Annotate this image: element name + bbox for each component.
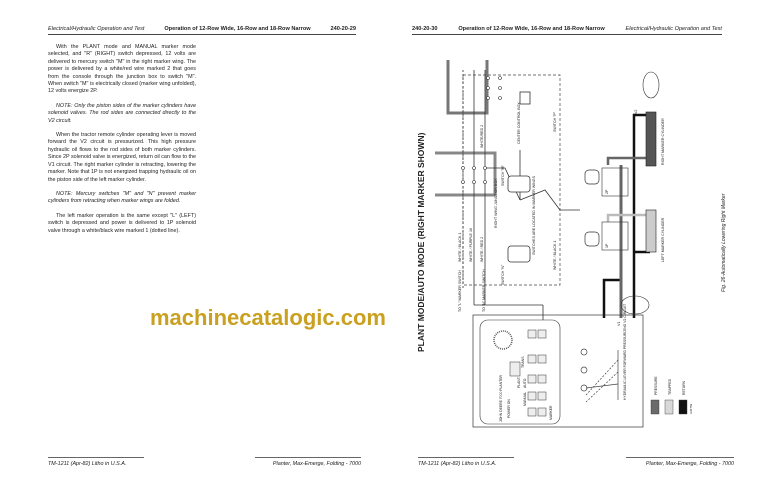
header-section: Electrical/Hydraulic Operation and Test (48, 26, 145, 32)
console-trans: TRANS (521, 356, 525, 368)
right-marker-gauge (642, 71, 660, 99)
console-panel (479, 319, 561, 425)
right-footer-right: Planter, Max-Emerge, Folding - 7000 (626, 457, 734, 467)
console-marker: MARKER (549, 405, 553, 420)
label-to-l-switch: TO "L" MARKER SWITCH (458, 270, 462, 312)
left-page-body: With the PLANT mode and MANUAL marker mo… (48, 44, 196, 242)
label-junction-box: RIGHT WING JUNCTION BOX (494, 178, 498, 228)
valve-2p (601, 167, 629, 197)
legend-swatch-return (678, 399, 688, 415)
marker-wing-dashed-box (462, 74, 561, 286)
hydraulic-lines (602, 113, 652, 318)
solenoid-2p (584, 169, 600, 185)
left-page-header: Electrical/Hydraulic Operation and Test … (48, 26, 356, 35)
header-title: Operation of 12-Row Wide, 16-Row and 18-… (164, 26, 311, 32)
console-dial (493, 330, 513, 350)
note: NOTE: Mercury switches "M" and "N" preve… (48, 190, 196, 205)
label-left-cylinder: LEFT MARKER CYLINDER (661, 217, 665, 262)
console-brand: JOHN DEERE 7000 PLANTER (499, 375, 503, 422)
label-switch-m: SWITCH "M" (501, 165, 505, 186)
label-wire-wr2: WHITE / RED 2 (480, 237, 484, 262)
lever-gauge (620, 295, 650, 315)
label-center-control-box: CENTER CONTROL BOX (517, 102, 521, 144)
console (472, 314, 644, 428)
label-white-red-2: WHITE/RED 2 (480, 125, 484, 148)
label-v1: V1 (617, 322, 621, 326)
legend-trapped: TRAPPED (668, 378, 672, 395)
label-wire-wb1: WHITE / BLACK 1 (458, 233, 462, 262)
console-manual: MANUAL (523, 392, 527, 406)
valve-1p (601, 221, 629, 251)
label-to-n-switch: TO "N" MARKER SWITCH (482, 269, 486, 312)
legend-pressure: PRESSURE (654, 376, 658, 395)
legend-return: RETURN (682, 380, 686, 395)
right-footer-left: TM-1211 (Apr-82) Litho in U.S.A. (418, 457, 514, 467)
junction-box (435, 151, 497, 197)
right-page-header: 240-20-30 Operation of 12-Row Wide, 16-R… (412, 26, 722, 35)
label-switches-located: SWITCHES ARE LOCATED IN MARKER WINGS (532, 175, 536, 255)
hydraulic-lever (580, 348, 619, 403)
switch-p-body (519, 91, 531, 105)
console-switches (509, 329, 547, 417)
label-v2: V2 (634, 110, 638, 114)
label-switch-n: SWITCH "N" (501, 264, 505, 285)
figure-caption: Fig. 26-Automatically Lowering Right Mar… (721, 193, 727, 292)
label-2p: 2P (605, 189, 609, 194)
console-plant: PLANT (517, 377, 521, 388)
label-white-black-1: WHITE / BLACK 1 (553, 241, 557, 270)
header-page-number: 240-20-29 (330, 26, 356, 32)
solenoid-1p (584, 231, 600, 247)
legend-swatch-pressure (650, 399, 660, 415)
label-switch-p: SWITCH "P" (553, 111, 557, 132)
label-1p: 1P (605, 243, 609, 248)
header-section: Electrical/Hydraulic Operation and Test (625, 26, 722, 32)
legend: PRESSURE TRAPPED RETURN A35759 (650, 376, 693, 415)
console-auto: AUTO (523, 378, 527, 388)
wires (462, 70, 580, 320)
center-control-box-bundle (446, 60, 489, 115)
header-title: Operation of 12-Row Wide, 16-Row and 18-… (458, 26, 605, 32)
watermark: machinecatalogic.com (150, 305, 386, 330)
label-wire-wp16: WHITE / PURPLE 16 (469, 228, 473, 262)
paragraph: When the tractor remote cylinder operati… (48, 132, 196, 183)
switch-n-body (507, 245, 531, 263)
label-lever-note: HYDRAULIC LEVER FORWARD PRESSURIZING V2 … (623, 304, 627, 400)
legend-swatch-trapped (664, 399, 674, 415)
left-footer-right: Planter, Max-Emerge, Folding - 7000 (255, 457, 361, 467)
left-footer-left: TM-1211 (Apr-82) Litho in U.S.A. (48, 457, 144, 467)
diagram-title: PLANT MODE/AUTO MODE (RIGHT MARKER SHOWN… (416, 132, 426, 352)
right-marker-cylinder (645, 111, 657, 167)
header-page-number: 240-20-30 (412, 26, 438, 32)
paragraph: With the PLANT mode and MANUAL marker mo… (48, 44, 196, 95)
note: NOTE: Only the piston sides of the marke… (48, 102, 196, 124)
left-marker-cylinder (645, 209, 657, 253)
label-right-cylinder: RIGHT MARKER CYLINDER (661, 118, 665, 165)
console-power-on: POWER ON (507, 399, 511, 418)
paragraph: The left marker operation is the same ex… (48, 212, 196, 234)
figure-ref: A35759 (689, 403, 693, 414)
switch-m-body (507, 175, 531, 193)
